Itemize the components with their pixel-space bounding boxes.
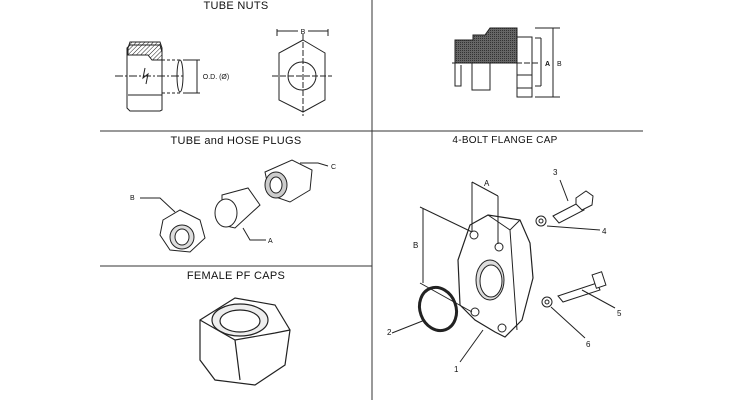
part-5-label: 5	[617, 309, 622, 318]
tube-cap-section-drawing	[452, 27, 560, 98]
flange-label-a: A	[484, 179, 490, 188]
tube-nuts-title: TUBE NUTS	[203, 0, 269, 12]
tube-nut-hex-drawing	[272, 29, 332, 116]
part-1-label: 1	[454, 365, 459, 374]
female-caps-title: FEMALE PF CAPS	[186, 270, 286, 282]
plug-label-b: B	[130, 195, 135, 202]
plug-label-c: C	[331, 164, 336, 171]
tube-nut-side-drawing	[115, 41, 200, 112]
plug-label-a: A	[268, 238, 273, 245]
plugs-drawing	[140, 159, 329, 253]
section-b-label: B	[557, 61, 562, 68]
part-3-label: 3	[553, 168, 558, 177]
part-6-label: 6	[586, 340, 591, 349]
hex-b-label: B	[301, 29, 306, 36]
flange-cap-drawing	[391, 179, 616, 363]
plugs-title: TUBE and HOSE PLUGS	[170, 135, 302, 147]
flange-cap-title: 4-BOLT FLANGE CAP	[452, 135, 558, 146]
od-label: O.D. (Ø)	[203, 74, 229, 81]
part-2-label: 2	[387, 328, 392, 337]
part-4-label: 4	[602, 227, 607, 236]
female-pf-cap-drawing	[199, 297, 291, 386]
section-a-label: A	[545, 61, 550, 68]
flange-label-b: B	[413, 241, 418, 250]
